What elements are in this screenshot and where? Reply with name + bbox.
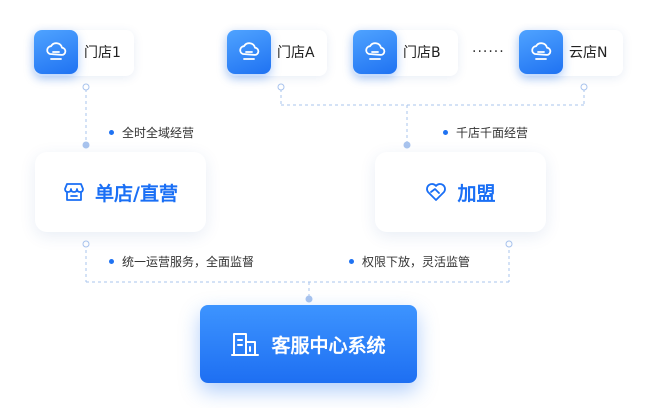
mode-franchise: 加盟 [375, 152, 546, 232]
store-node-b: 门店B [353, 30, 458, 76]
mode-label: 加盟 [457, 182, 496, 205]
mode-label: 单店/直营 [95, 182, 178, 205]
customer-service-system: 客服中心系统 [200, 305, 417, 383]
store-node-1: 门店1 [34, 30, 134, 76]
store-label: 云店N [569, 45, 608, 61]
annotation-franchise-top: 千店千面经营 [443, 124, 528, 141]
ellipsis: ······ [472, 44, 505, 60]
annotation-direct-bottom: 统一运营服务，全面监督 [109, 253, 254, 270]
storefront-icon [64, 183, 84, 201]
building-icon [231, 333, 260, 356]
cloud-store-icon [519, 30, 563, 74]
annotation-franchise-bottom: 权限下放，灵活监管 [349, 253, 470, 270]
bullet-dot [443, 130, 448, 135]
store-label: 门店1 [84, 45, 121, 61]
bullet-dot [109, 259, 114, 264]
cloud-store-icon [34, 30, 78, 74]
store-node-n: 云店N [519, 30, 623, 76]
annotation-text: 统一运营服务，全面监督 [122, 255, 255, 269]
cloud-store-icon [227, 30, 271, 74]
store-label: 门店A [277, 45, 315, 61]
cloud-store-icon [353, 30, 397, 74]
annotation-text: 权限下放，灵活监管 [362, 255, 471, 269]
mode-direct: 单店/直营 [35, 152, 206, 232]
bullet-dot [349, 259, 354, 264]
store-node-a: 门店A [227, 30, 327, 76]
store-label: 门店B [403, 45, 441, 61]
heart-handshake-icon [426, 183, 447, 201]
annotation-text: 千店千面经营 [456, 126, 529, 140]
bullet-dot [109, 130, 114, 135]
annotation-direct-top: 全时全域经营 [109, 124, 194, 141]
annotation-text: 全时全域经营 [122, 126, 195, 140]
center-label: 客服中心系统 [271, 334, 386, 357]
